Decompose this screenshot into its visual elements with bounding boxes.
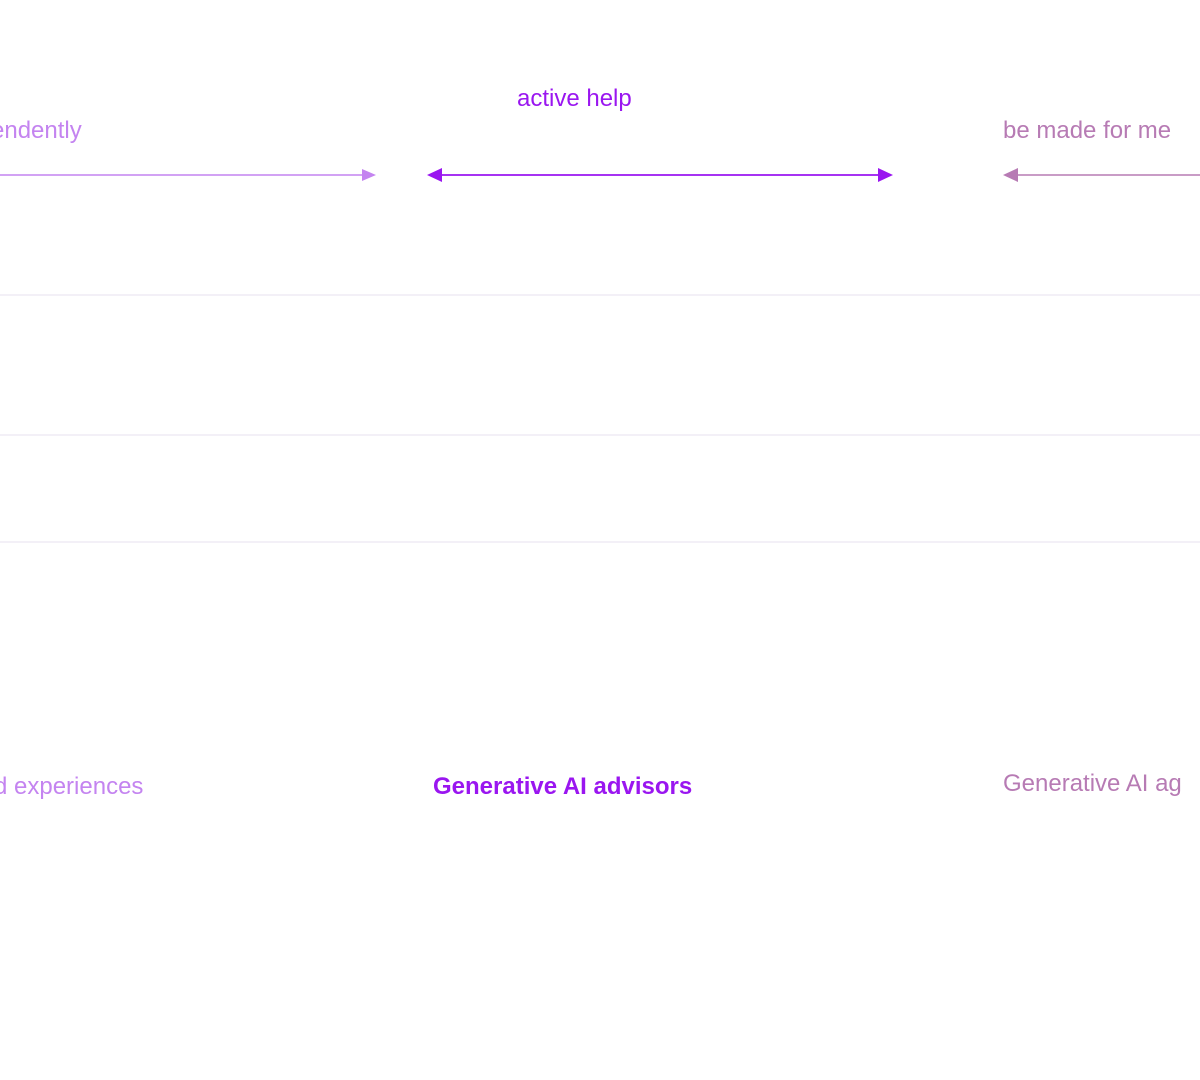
center-arrow-label: active help: [517, 85, 632, 112]
right-arrow-head: [1003, 168, 1018, 182]
row-divider: [0, 294, 1200, 296]
tier-label-center: Generative AI advisors: [433, 773, 693, 800]
tier-label-right: Generative AI ag: [1003, 770, 1182, 797]
right-arrow-label: be made for me: [1003, 117, 1172, 144]
center-arrow-head-left: [427, 168, 442, 182]
row-divider: [0, 541, 1200, 543]
left-arrow-label: endently: [0, 117, 82, 144]
tier-label-left: d experiences: [0, 773, 144, 800]
row-divider: [0, 434, 1200, 436]
left-arrow-head: [362, 169, 376, 181]
center-arrow-head-right: [878, 168, 893, 182]
